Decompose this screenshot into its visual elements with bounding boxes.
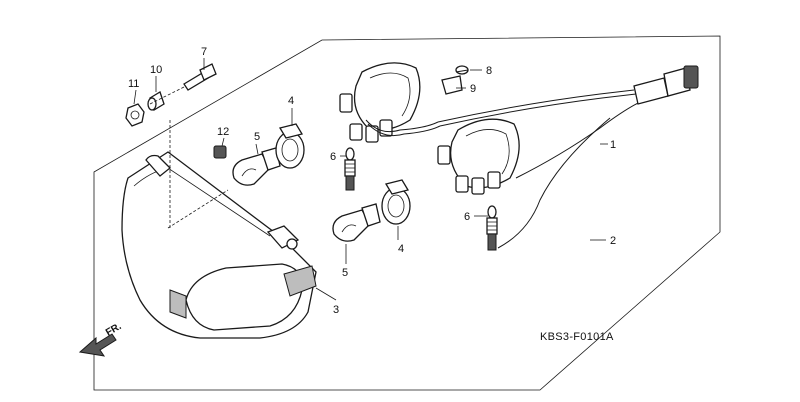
collar [147,91,165,111]
callout-9: 9 [470,83,476,95]
headlight-housing [121,120,317,339]
wire-harness [339,62,699,249]
mounting-screw [183,63,217,91]
callout-6-lower: 6 [464,211,470,223]
callout-1: 1 [610,139,616,151]
callout-5-upper: 5 [254,131,260,143]
callout-5-lower: 5 [342,267,348,279]
bulb-socket-upper [275,123,305,169]
front-arrow-icon: FR. [78,321,124,357]
assembly-frame [93,35,721,391]
nut [125,103,145,127]
headlight-bulb-lower [332,203,381,242]
callout-11: 11 [128,78,139,90]
bulb-socket-lower [381,179,411,225]
callout-4-upper: 4 [288,95,294,107]
callout-10: 10 [150,64,162,76]
diagram-code: KBS3-F0101A [540,331,614,343]
screw-small [455,65,469,75]
leader-lines [133,58,608,301]
callout-7: 7 [201,46,207,58]
callout-2: 2 [610,235,616,247]
callout-6-upper: 6 [330,151,336,163]
callout-4-lower: 4 [398,243,404,255]
grommet [213,145,227,159]
callout-3: 3 [333,304,339,316]
callout-labels: 1 2 3 4 4 5 5 6 6 7 8 9 10 11 12 [128,46,616,316]
headlight-bulb-upper [232,147,281,186]
wire-clamp [441,75,463,95]
callout-12: 12 [217,126,229,138]
front-arrow-label: FR. [104,321,124,339]
position-bulb-upper [344,147,356,191]
callout-8: 8 [486,65,492,77]
position-bulb-lower [486,205,498,251]
